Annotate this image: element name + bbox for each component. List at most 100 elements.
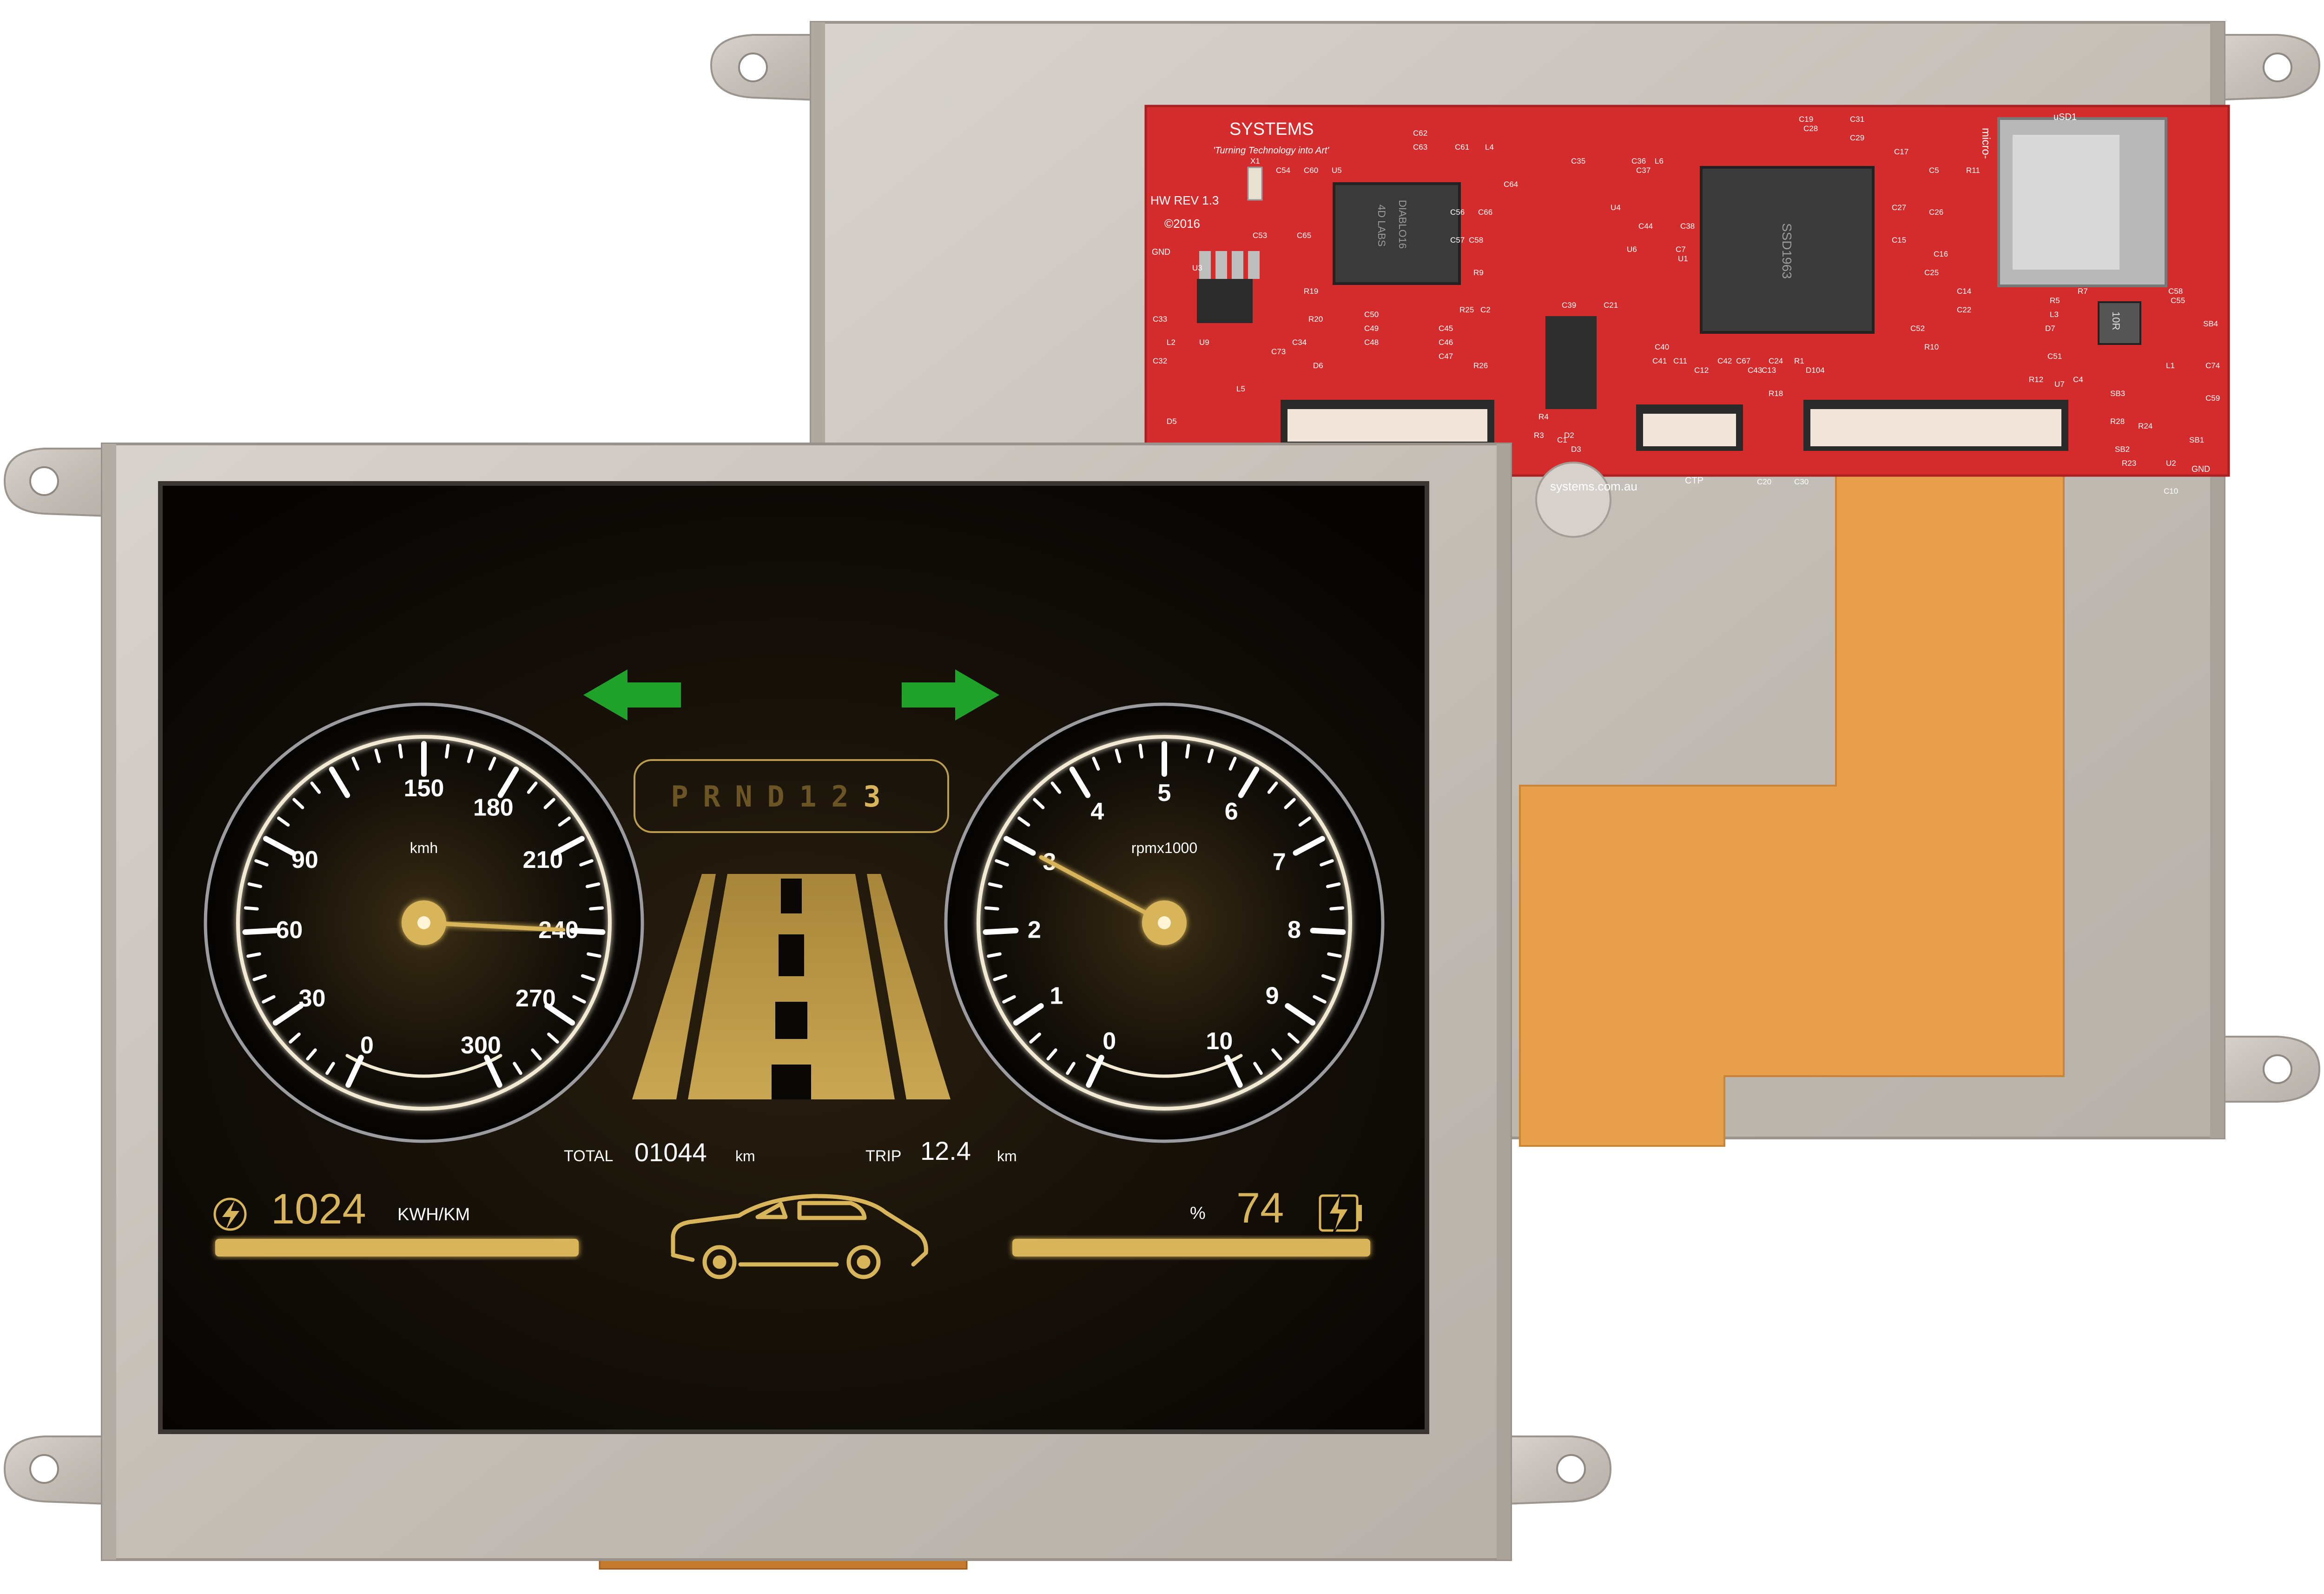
tachometer-tick	[1207, 748, 1214, 763]
speedometer-tick	[310, 781, 321, 794]
energy-readout: 1024 KWH/KM	[213, 1185, 579, 1257]
silk-label: C51	[2047, 352, 2062, 361]
board-sd-label: uSD1	[2053, 112, 2077, 122]
silk-label: R24	[2138, 422, 2152, 430]
tachometer-tick	[1066, 1062, 1076, 1075]
tachometer-tick	[1002, 995, 1016, 1004]
silk-label: C74	[2205, 361, 2220, 370]
silk-label: C62	[1413, 129, 1427, 138]
silk-label: R1	[1794, 357, 1804, 365]
silk-label: C12	[1694, 366, 1709, 375]
board-website: systems.com.au	[1550, 479, 1637, 493]
tachometer-label: 7	[1273, 849, 1286, 876]
silk-label: C34	[1292, 338, 1307, 347]
silk-label: C43	[1748, 366, 1762, 375]
total-label: TOTAL	[564, 1147, 613, 1165]
speedometer-tick	[306, 1048, 317, 1061]
tachometer-needle	[1039, 855, 1167, 925]
speedometer-tick	[488, 756, 496, 771]
tachometer-tick	[984, 906, 999, 911]
silk-label: R18	[1769, 389, 1783, 398]
silk-label: C56	[1450, 208, 1465, 217]
silk-label: C2	[1480, 305, 1491, 314]
silk-label: C11	[1673, 357, 1687, 365]
chip-ssd-part: SSD1963	[1780, 223, 1794, 279]
silk-label: C36	[1631, 157, 1646, 165]
trip-label: TRIP	[865, 1147, 901, 1165]
tachometer-tick	[1238, 766, 1260, 798]
speedometer-tick	[262, 995, 276, 1004]
tachometer-tick	[1004, 836, 1036, 856]
speedometer-tick	[558, 816, 571, 827]
tachometer-tick	[1069, 766, 1091, 798]
speedometer-tick	[547, 1032, 559, 1044]
silk-label: C22	[1957, 305, 1971, 314]
left-arrow-icon	[583, 669, 681, 721]
speedometer-label: 90	[291, 847, 318, 873]
tachometer-tick	[1138, 744, 1143, 759]
tachometer-tick	[987, 952, 1002, 958]
road-icon	[632, 874, 951, 1099]
silk-label: C17	[1894, 147, 1908, 156]
speedometer-dial-ring	[236, 735, 612, 1111]
silk-label: C57	[1450, 236, 1465, 245]
silk-label: C41	[1652, 357, 1667, 365]
silk-label: C60	[1304, 166, 1318, 175]
silk-label: C30	[1794, 477, 1809, 486]
speedometer-tick	[497, 766, 519, 798]
silk-label: C54	[1276, 166, 1290, 175]
tachometer-tick	[983, 927, 1019, 935]
battery-value: 74	[1236, 1184, 1284, 1232]
speedometer-tick	[289, 1032, 301, 1044]
silk-label: C5	[1929, 166, 1939, 175]
speedometer-tick	[242, 927, 278, 935]
silk-label: U4	[1611, 203, 1621, 212]
silk-label: C28	[1803, 124, 1818, 133]
silk-label: C16	[1934, 250, 1948, 258]
tachometer-tick	[1320, 859, 1334, 866]
silk-label: C4	[2073, 375, 2083, 384]
board-brand: SYSTEMS	[1229, 119, 1314, 139]
silk-label: L6	[1655, 157, 1664, 165]
speedometer-tick	[254, 859, 269, 866]
silk-label: C40	[1655, 343, 1669, 351]
tachometer-label: 2	[1028, 917, 1041, 944]
tachometer-label: 10	[1206, 1028, 1233, 1055]
board-micro-label: micro-	[1980, 128, 1992, 159]
energy-level-bar	[215, 1239, 579, 1257]
gear-r: R	[703, 780, 720, 814]
tachometer-tick	[1321, 974, 1336, 981]
silk-label: C38	[1680, 222, 1695, 231]
battery-charging-icon	[1319, 1192, 1362, 1235]
speedometer-label: 180	[473, 794, 514, 821]
speedometer-tick	[325, 1062, 335, 1075]
silk-label: R25	[1459, 305, 1474, 314]
board-copyright: ©2016	[1164, 217, 1200, 231]
speedometer-tick	[246, 952, 261, 958]
speedometer-hub-center	[417, 916, 430, 929]
speedometer-tick	[272, 1003, 304, 1026]
speedometer-tick	[585, 882, 601, 888]
silk-label: SB4	[2203, 319, 2218, 328]
gear-3: 3	[863, 780, 880, 814]
tachometer-tick	[1092, 756, 1100, 771]
silk-label: L5	[1236, 384, 1245, 393]
silk-label: L3	[2050, 310, 2059, 319]
right-arrow-icon	[902, 669, 999, 721]
silk-label: C7	[1676, 245, 1686, 254]
battery-unit: %	[1190, 1204, 1206, 1223]
chip-diablo-part: DIABLO16	[1397, 200, 1408, 249]
tachometer-tick	[1046, 1048, 1057, 1061]
tachometer-base-arc	[1086, 1054, 1243, 1078]
silk-label: C35	[1571, 157, 1585, 165]
tachometer-tick	[1086, 1055, 1104, 1088]
speedometer-tick	[292, 798, 304, 809]
battery-level-bar	[1012, 1239, 1370, 1257]
speedometer-tick	[252, 974, 267, 981]
speedometer-tick	[329, 766, 350, 798]
silk-label: C42	[1717, 357, 1732, 365]
speedometer-tick	[398, 744, 403, 759]
